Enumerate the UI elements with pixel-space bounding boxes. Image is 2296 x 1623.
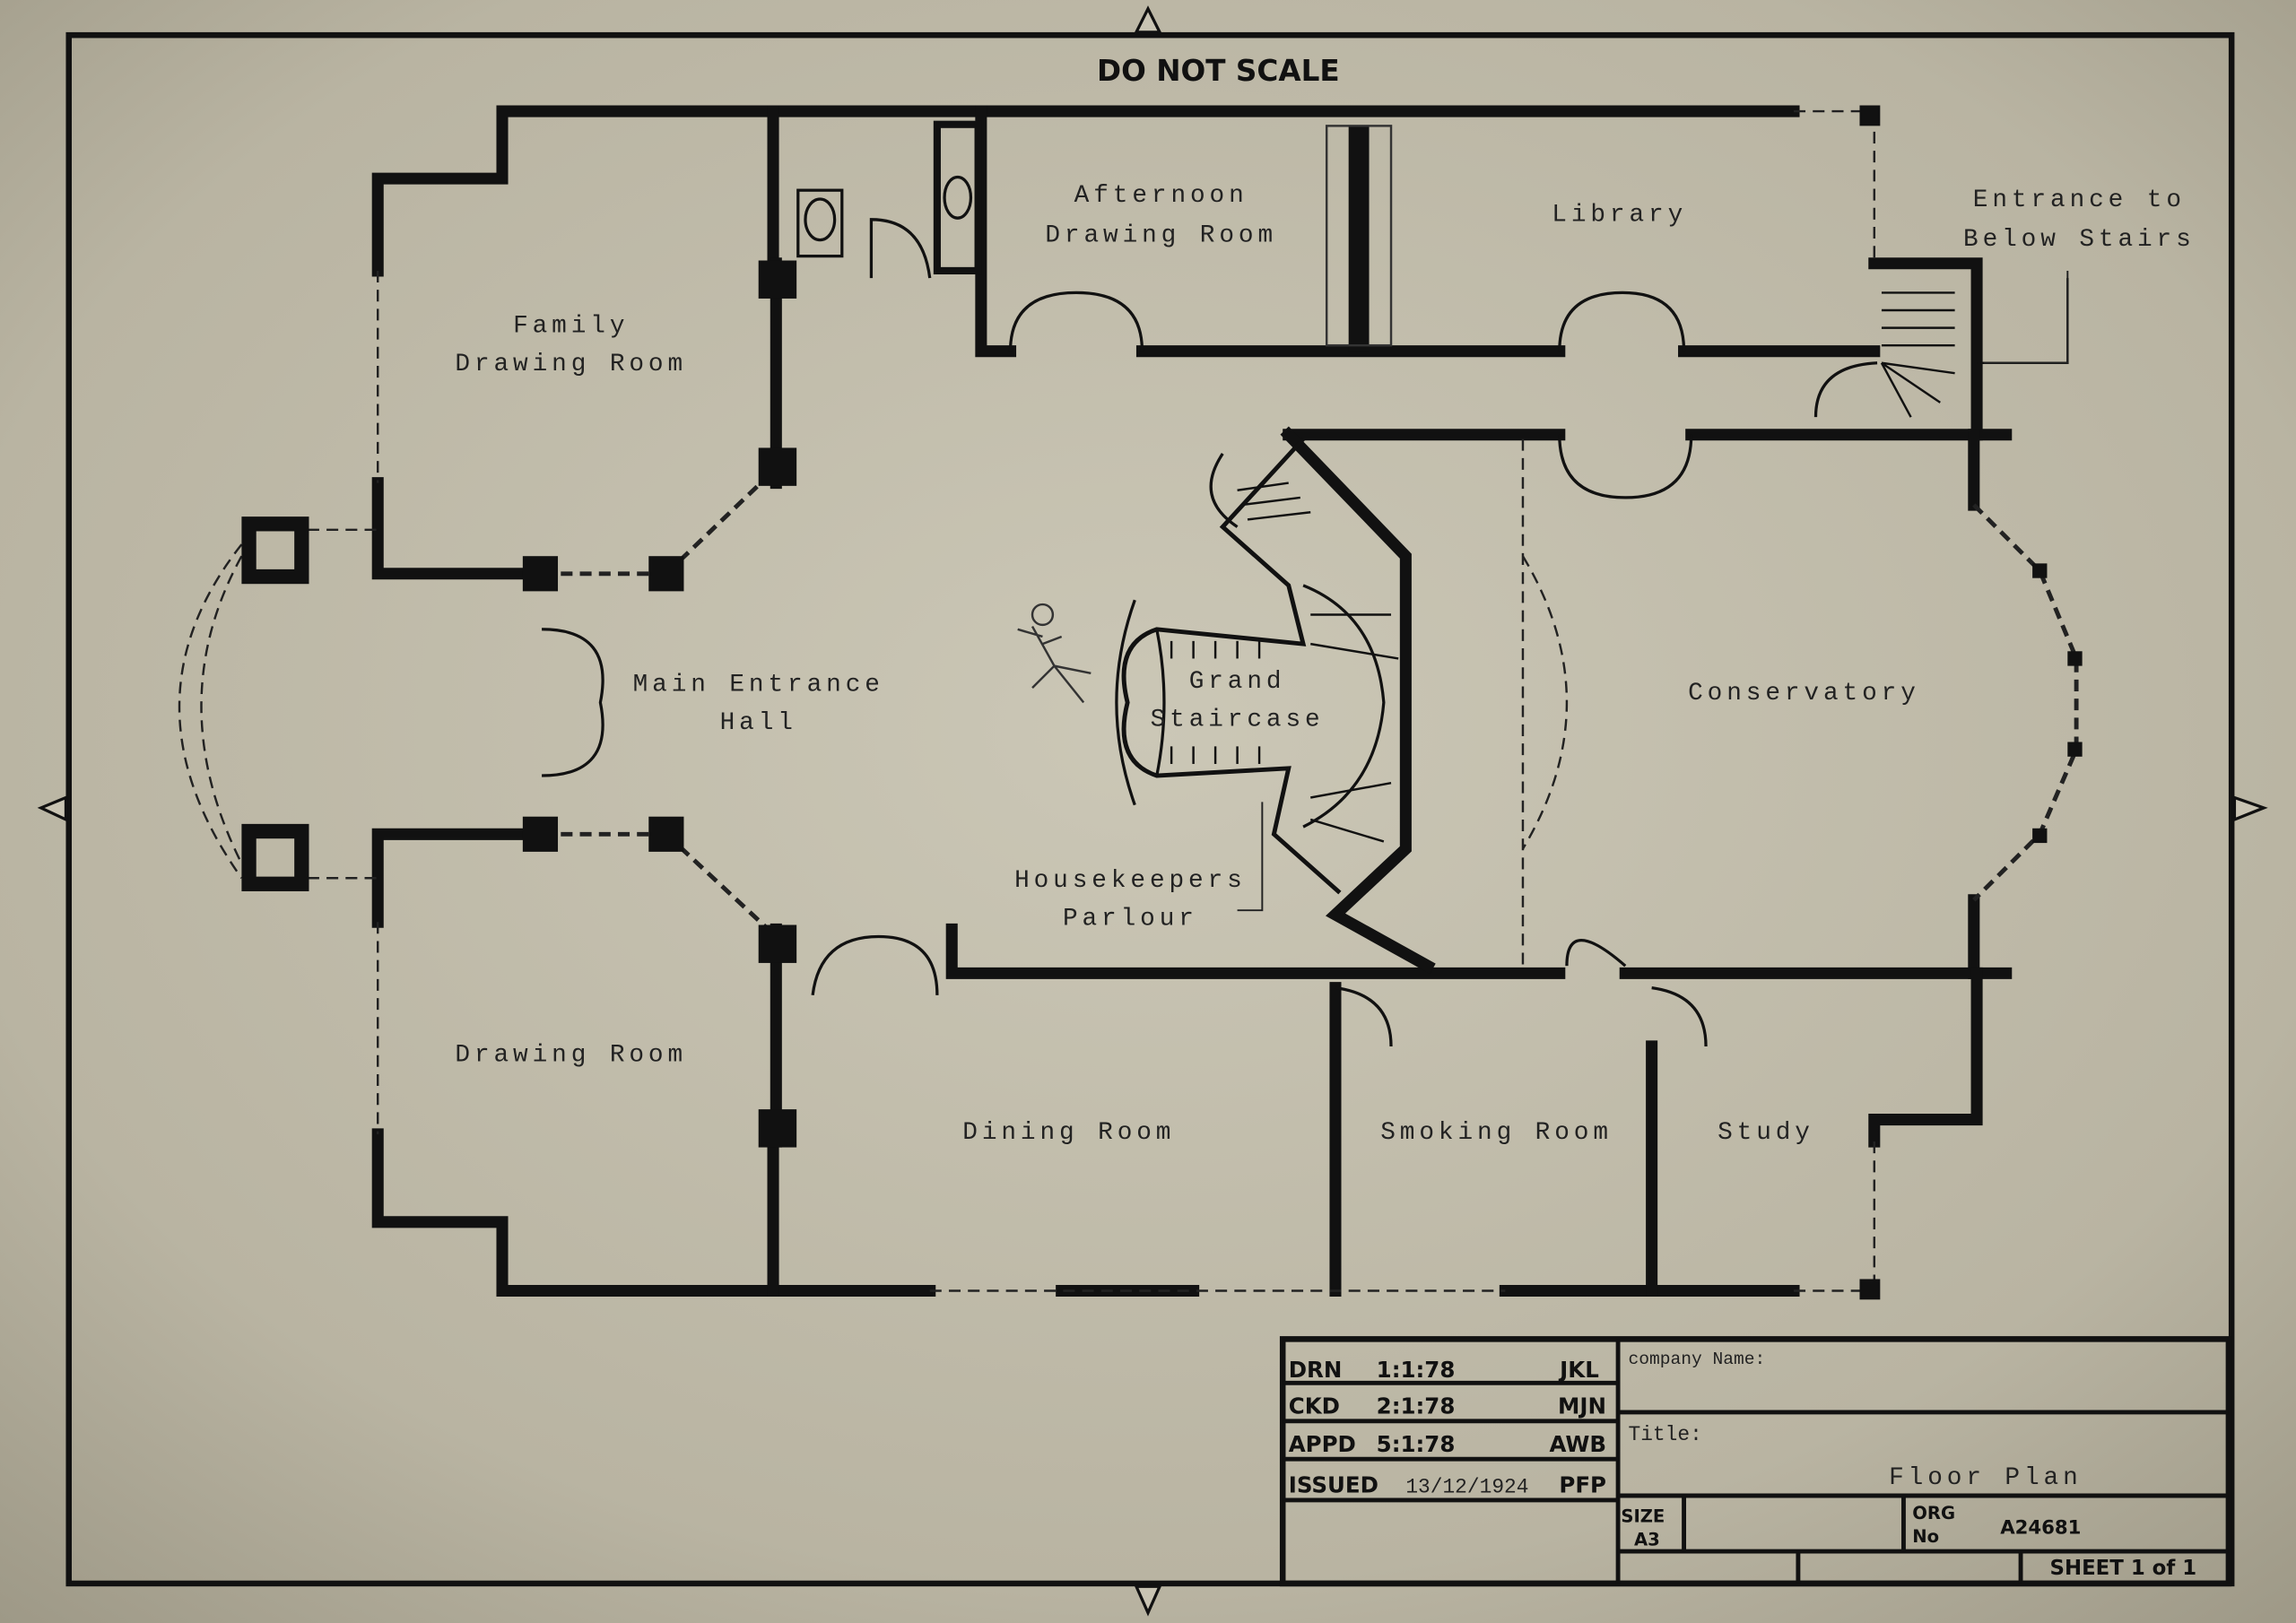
org-number: A24681	[2000, 1516, 2081, 1539]
size-label: SIZE	[1621, 1506, 1665, 1526]
drn-code: DRN	[1289, 1357, 1343, 1383]
ckd-code: CKD	[1289, 1393, 1340, 1419]
label-entrance-below-stairs-2: Below Stairs	[1963, 226, 2196, 254]
company-name-label: company Name:	[1629, 1350, 1766, 1369]
body-outline-icon	[1017, 603, 1091, 704]
label-grand-staircase-2: Staircase	[1151, 707, 1325, 734]
drawing-border	[65, 31, 2235, 1587]
appd-initials: AWB	[1550, 1431, 1606, 1457]
appd-code: APPD	[1289, 1431, 1356, 1457]
ckd-date: 2:1:78	[1377, 1393, 1456, 1419]
label-library: Library	[1552, 201, 1687, 229]
drn-date: 1:1:78	[1377, 1357, 1456, 1383]
label-main-entrance-hall-2: Hall	[720, 709, 797, 737]
label-housekeepers-parlour-2: Parlour	[1063, 905, 1198, 933]
room-labels: Family Drawing Room Afternoon Drawing Ro…	[455, 182, 2196, 1147]
label-main-entrance-hall: Main Entrance	[633, 671, 884, 699]
no-label: No	[1912, 1526, 1939, 1547]
title-label: Title:	[1629, 1423, 1702, 1446]
label-dining-room: Dining Room	[962, 1119, 1175, 1147]
label-conservatory: Conservatory	[1688, 680, 1920, 707]
label-family-drawing-room-2: Drawing Room	[455, 351, 687, 378]
appd-date: 5:1:78	[1377, 1431, 1456, 1457]
org-label: ORG	[1912, 1503, 1955, 1523]
label-afternoon-drawing-room: Afternoon	[1074, 182, 1248, 210]
doors	[542, 218, 1878, 1046]
label-grand-staircase: Grand	[1189, 668, 1286, 696]
label-housekeepers-parlour: Housekeepers	[1014, 867, 1247, 895]
label-drawing-room: Drawing Room	[455, 1041, 687, 1069]
size-value: A3	[1634, 1530, 1660, 1550]
leader-lines	[1237, 270, 2069, 912]
label-study: Study	[1718, 1119, 1814, 1147]
columns	[241, 105, 2083, 1300]
label-entrance-below-stairs: Entrance to	[1973, 187, 2186, 214]
issued-date: 13/12/1924	[1405, 1476, 1528, 1499]
walls	[371, 105, 2013, 1298]
label-afternoon-drawing-room-2: Drawing Room	[1045, 221, 1277, 249]
ckd-initials: MJN	[1558, 1393, 1606, 1419]
issued-initials: PFP	[1559, 1472, 1606, 1498]
do-not-scale-note: DO NOT SCALE	[1097, 54, 1340, 88]
grand-staircase-drawing	[1115, 437, 1399, 895]
label-family-drawing-room: Family	[513, 312, 629, 340]
drawing-title: Floor Plan	[1889, 1464, 2083, 1492]
label-smoking-room: Smoking Room	[1380, 1119, 1613, 1147]
windows-and-dashed-lines	[178, 109, 2079, 1292]
issued-code: ISSUED	[1289, 1472, 1378, 1498]
bathroom-fixtures	[796, 120, 1393, 347]
sheet-number: SHEET 1 of 1	[2050, 1557, 2197, 1580]
border-markers	[37, 5, 2268, 1617]
title-block: DRN 1:1:78 JKL CKD 2:1:78 MJN APPD 5:1:7…	[1279, 1336, 2232, 1587]
drn-initials: JKL	[1558, 1357, 1599, 1383]
